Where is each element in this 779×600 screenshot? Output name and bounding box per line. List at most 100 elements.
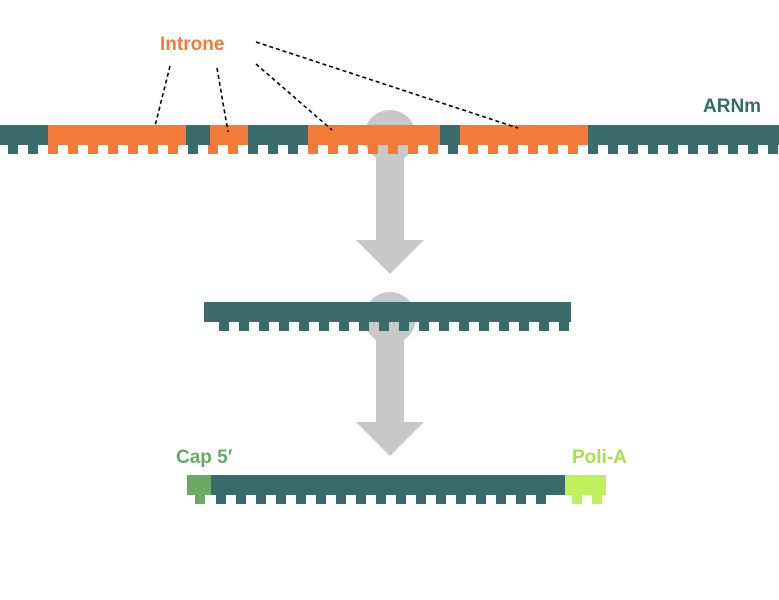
nucleotide-tooth xyxy=(148,145,158,154)
nucleotide-tooth xyxy=(248,145,258,154)
nucleotide-tooth xyxy=(479,322,489,331)
spliced-exons xyxy=(204,302,571,322)
nucleotide-tooth xyxy=(356,495,366,504)
nucleotide-tooth xyxy=(388,145,398,154)
nucleotide-tooth xyxy=(428,145,438,154)
nucleotide-tooth xyxy=(516,495,526,504)
pre-mrna-teeth xyxy=(8,145,778,154)
cap-label: Cap 5′ xyxy=(176,447,233,468)
polya-label: Poli-A xyxy=(572,447,627,468)
nucleotide-tooth xyxy=(348,145,358,154)
nucleotide-tooth xyxy=(339,322,349,331)
nucleotide-tooth xyxy=(168,145,178,154)
mature-mrna-teeth xyxy=(216,495,546,504)
nucleotide-tooth xyxy=(648,145,658,154)
nucleotide-tooth xyxy=(48,145,58,154)
nucleotide-tooth xyxy=(528,145,538,154)
nucleotide-tooth xyxy=(548,145,558,154)
nucleotide-tooth xyxy=(316,495,326,504)
nucleotide-tooth xyxy=(399,322,409,331)
nucleotide-tooth xyxy=(476,495,486,504)
nucleotide-tooth xyxy=(508,145,518,154)
nucleotide-tooth xyxy=(608,145,618,154)
nucleotide-tooth xyxy=(408,145,418,154)
exon-5 xyxy=(588,125,779,145)
nucleotide-tooth xyxy=(359,322,369,331)
intron-pointers xyxy=(154,41,519,133)
cap-teeth xyxy=(195,495,205,504)
exon-1 xyxy=(0,125,48,145)
nucleotide-tooth xyxy=(396,495,406,504)
nucleotide-tooth xyxy=(439,322,449,331)
nucleotide-tooth xyxy=(28,145,38,154)
mrna-label: ARNm xyxy=(703,96,761,117)
exon-3 xyxy=(248,125,308,145)
nucleotide-tooth xyxy=(8,145,18,154)
nucleotide-tooth xyxy=(239,322,249,331)
nucleotide-tooth xyxy=(216,495,226,504)
nucleotide-tooth xyxy=(768,145,778,154)
nucleotide-tooth xyxy=(536,495,546,504)
nucleotide-tooth xyxy=(748,145,758,154)
introns-label: Introne xyxy=(160,34,224,55)
nucleotide-tooth xyxy=(296,495,306,504)
nucleotide-tooth xyxy=(688,145,698,154)
nucleotide-tooth xyxy=(572,495,582,504)
spliced-mrna-strand xyxy=(204,302,571,331)
nucleotide-tooth xyxy=(519,322,529,331)
nucleotide-tooth xyxy=(459,322,469,331)
nucleotide-tooth xyxy=(488,145,498,154)
nucleotide-tooth xyxy=(208,145,218,154)
nucleotide-tooth xyxy=(68,145,78,154)
intron-1 xyxy=(48,125,186,145)
nucleotide-tooth xyxy=(708,145,718,154)
nucleotide-tooth xyxy=(128,145,138,154)
cap-5-segment xyxy=(187,475,211,495)
nucleotide-tooth xyxy=(288,145,298,154)
nucleotide-tooth xyxy=(279,322,289,331)
nucleotide-tooth xyxy=(319,322,329,331)
nucleotide-tooth xyxy=(539,322,549,331)
intron-3 xyxy=(308,125,440,145)
pre-mrna-strand xyxy=(0,125,779,154)
nucleotide-tooth xyxy=(592,495,602,504)
nucleotide-tooth xyxy=(219,322,229,331)
nucleotide-tooth xyxy=(308,145,318,154)
polya-teeth xyxy=(572,495,602,504)
nucleotide-tooth xyxy=(559,322,569,331)
nucleotide-tooth xyxy=(368,145,378,154)
nucleotide-tooth xyxy=(228,145,238,154)
nucleotide-tooth xyxy=(376,495,386,504)
nucleotide-tooth xyxy=(379,322,389,331)
nucleotide-tooth xyxy=(496,495,506,504)
nucleotide-tooth xyxy=(588,145,598,154)
nucleotide-tooth xyxy=(628,145,638,154)
nucleotide-tooth xyxy=(419,322,429,331)
exon-2 xyxy=(186,125,210,145)
nucleotide-tooth xyxy=(195,495,205,504)
mature-exons xyxy=(211,475,565,495)
polya-segment xyxy=(565,475,606,495)
mature-mrna-strand xyxy=(187,475,606,504)
nucleotide-tooth xyxy=(436,495,446,504)
nucleotide-tooth xyxy=(259,322,269,331)
nucleotide-tooth xyxy=(88,145,98,154)
nucleotide-tooth xyxy=(568,145,578,154)
nucleotide-tooth xyxy=(448,145,458,154)
nucleotide-tooth xyxy=(499,322,509,331)
nucleotide-tooth xyxy=(236,495,246,504)
nucleotide-tooth xyxy=(728,145,738,154)
nucleotide-tooth xyxy=(299,322,309,331)
nucleotide-tooth xyxy=(268,145,278,154)
nucleotide-tooth xyxy=(328,145,338,154)
nucleotide-tooth xyxy=(468,145,478,154)
spliced-mrna-teeth xyxy=(219,322,569,331)
nucleotide-tooth xyxy=(416,495,426,504)
intron-4 xyxy=(460,125,588,145)
nucleotide-tooth xyxy=(668,145,678,154)
nucleotide-tooth xyxy=(456,495,466,504)
intron-2 xyxy=(210,125,248,145)
nucleotide-tooth xyxy=(256,495,266,504)
nucleotide-tooth xyxy=(108,145,118,154)
